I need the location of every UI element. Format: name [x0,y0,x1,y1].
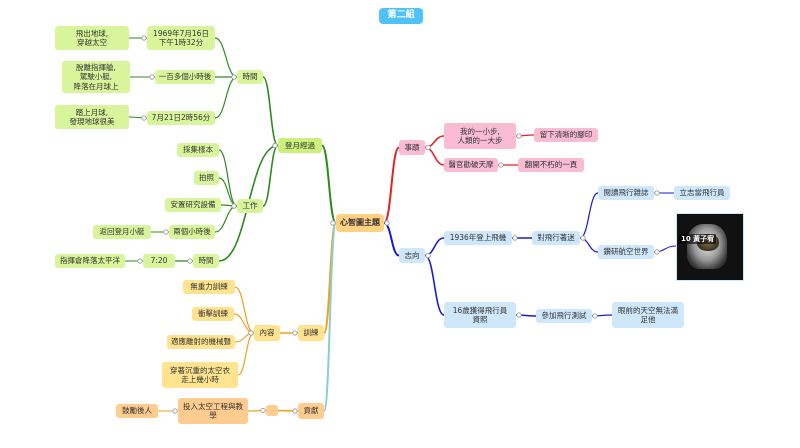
collapse-toggle-dot[interactable] [172,408,178,414]
connector-node-ambition-1-sub-to-node-ambition-1-child-1 [579,192,599,239]
connector-node-ambition-to-node-ambition-1 [424,237,445,257]
node-work-sub-detail[interactable]: 返回登月小艇 [93,225,151,239]
node-contribution-item[interactable]: 投入太空工程與教 學 [178,398,248,424]
collapse-toggle-dot[interactable] [512,235,518,241]
collapse-toggle-dot[interactable] [580,235,586,241]
connector-node-moon-time-to-node-time-item-1 [214,37,238,78]
node-time-detail-3[interactable]: 踏上月球, 發現地球很美 [55,105,129,129]
node-time2-detail[interactable]: 指揮倉降落太平洋 [55,254,125,268]
map-title[interactable]: 第二組 [379,8,423,24]
node-contribution-detail[interactable]: 鼓勵後人 [116,404,158,418]
collapse-toggle-dot[interactable] [516,133,522,139]
connector-node-deeds-to-node-deed-2 [424,146,445,166]
node-training-item-4[interactable]: 穿著沉重的太空衣 走上幾小時 [162,362,238,388]
node-deed-1[interactable]: 我的一小步, 人類的一大步 [444,123,516,149]
node-work-item-1[interactable]: 採集樣本 [177,143,219,157]
collapse-toggle-dot[interactable] [141,35,147,41]
node-deed-2[interactable]: 醫官勸破天摩 [444,158,498,172]
node-ambition-2-detail[interactable]: 眼前的天空無法滿 足他 [612,302,684,328]
connector-node-training-content-to-node-training-item-1 [234,286,255,334]
node-ambition-1-child-1-detail[interactable]: 立志當飛行員 [674,186,730,200]
collapse-toggle-dot[interactable] [141,115,147,121]
collapse-toggle-dot[interactable] [231,74,237,80]
node-ambition-1[interactable]: 1936年登上飛機 [444,231,512,245]
connector-root-node-to-node-ambition [383,222,400,257]
node-contribution-blank[interactable] [266,405,278,416]
connector-node-moon-time-to-node-time-item-3 [214,76,238,119]
astronaut-photo[interactable]: 10 黃子宥 [676,213,744,281]
node-moon-time2[interactable]: 時間 [193,254,219,268]
collapse-toggle-dot[interactable] [163,229,169,235]
node-time-item-3[interactable]: 7月21日2時56分 [147,111,215,125]
node-ambition-2-sub[interactable]: 參加飛行測試 [536,309,592,323]
node-time-item-1[interactable]: 1969年7月16日 下午1時32分 [147,26,215,50]
collapse-toggle-dot[interactable] [516,312,522,318]
collapse-toggle-dot[interactable] [149,74,155,80]
node-ambition-2[interactable]: 16歲獲得飛行員 資照 [444,302,516,328]
connector-node-moon-work-to-node-work-item-1 [218,149,238,207]
collapse-toggle-dot[interactable] [654,249,660,255]
collapse-toggle-dot[interactable] [330,220,336,226]
collapse-toggle-dot[interactable] [187,258,193,264]
node-work-sub[interactable]: 兩個小時後 [169,225,215,239]
connector-node-ambition-to-node-ambition-2 [424,254,445,316]
node-training[interactable]: 訓練 [298,325,324,341]
node-ambition-1-sub[interactable]: 對飛行著迷 [532,231,580,245]
node-deed-1-detail[interactable]: 留下清晰的腳印 [534,128,598,142]
connector-node-moon-work-to-node-work-item-2 [218,177,238,207]
node-training-item-1[interactable]: 無重力訓練 [183,280,235,294]
collapse-toggle-dot[interactable] [654,190,660,196]
node-work-item-3[interactable]: 安置研究設備 [165,198,221,212]
connector-root-node-to-node-contribution [323,222,337,412]
node-deeds[interactable]: 事蹟 [399,140,425,155]
connector-node-training-content-to-node-training-item-4 [237,332,255,376]
root-node[interactable]: 心智圖主題 [336,214,384,232]
node-time-detail-2[interactable]: 脫離指揮艙, 駕駛小艇, 降落在月球上 [62,61,130,93]
node-moon-time[interactable]: 時間 [237,70,263,84]
node-moon[interactable]: 登月經過 [278,138,322,153]
collapse-toggle-dot[interactable] [292,408,298,414]
node-deed-2-detail[interactable]: 翻開不朽的一頁 [518,158,584,172]
connector-root-node-to-node-moon [321,144,337,224]
collapse-toggle-dot[interactable] [231,203,237,209]
collapse-toggle-dot[interactable] [592,313,598,319]
collapse-toggle-dot[interactable] [425,144,431,151]
node-training-item-2[interactable]: 衝擊訓練 [192,307,234,321]
connector-node-training-content-to-node-training-item-2 [233,313,255,334]
node-contribution[interactable]: 貢獻 [298,403,324,419]
collapse-toggle-dot[interactable] [498,162,504,168]
collapse-toggle-dot[interactable] [384,220,390,226]
collapse-toggle-dot[interactable] [292,330,298,336]
collapse-toggle-dot[interactable] [248,330,254,336]
node-ambition-1-child-1[interactable]: 閱讀飛行雜誌 [598,186,654,200]
node-time-detail-1[interactable]: 飛出地球, 穿越太空 [55,26,129,50]
node-ambition-1-child-2[interactable]: 鑽研航空世界 [598,245,654,259]
collapse-toggle-dot[interactable] [137,258,143,264]
node-training-item-3[interactable]: 適應離射的機械聲 [167,335,235,349]
photo-caption: 10 黃子宥 [679,234,717,244]
node-time2-value[interactable]: 7:20 [143,254,175,268]
node-time-item-2[interactable]: 一百多個小時後 [155,70,215,84]
collapse-toggle-dot[interactable] [272,142,278,149]
node-training-content[interactable]: 內容 [254,325,280,341]
collapse-toggle-dot[interactable] [425,252,431,259]
connector-node-moon-to-node-moon-time [262,76,279,147]
node-work-item-2[interactable]: 拍照 [194,171,219,185]
connector-root-node-to-node-deeds [383,146,400,224]
node-moon-work[interactable]: 工作 [237,199,263,213]
node-ambition[interactable]: 志向 [399,248,425,263]
collapse-toggle-dot[interactable] [260,407,266,414]
